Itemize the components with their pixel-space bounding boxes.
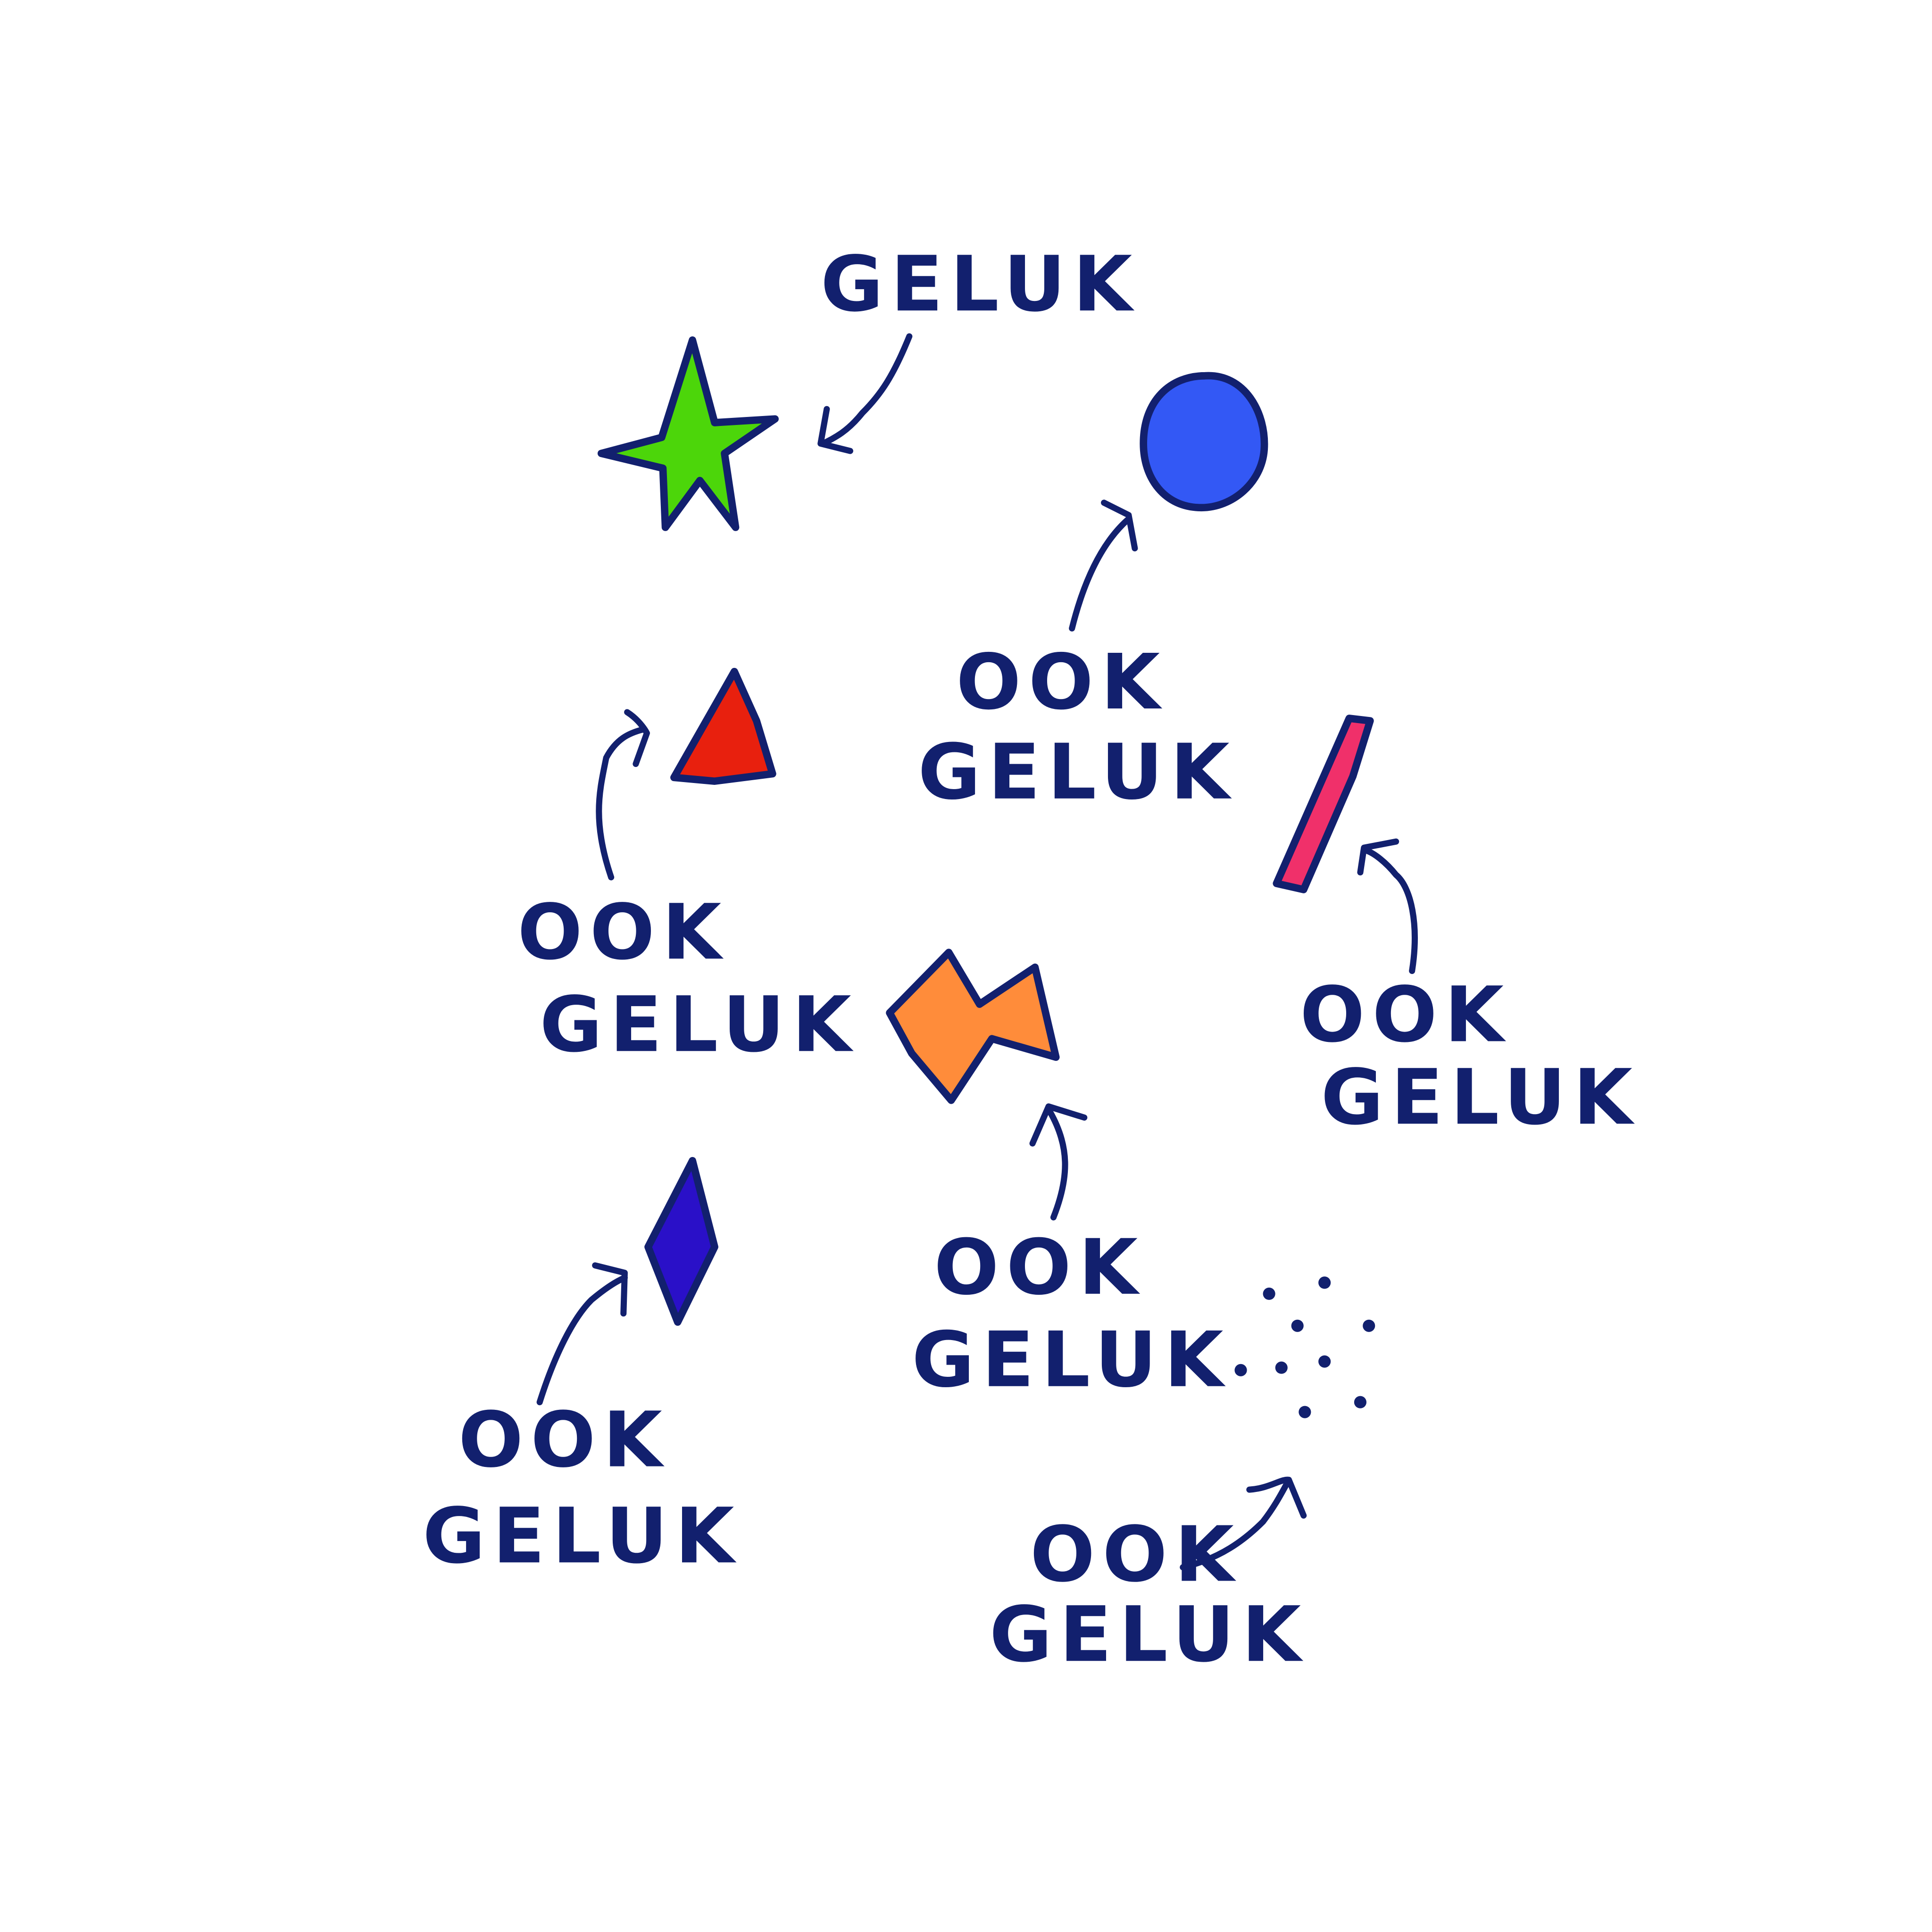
arrow [1180,1479,1291,1571]
ook-label: OOK [458,1396,670,1485]
arrowhead [817,406,853,454]
geluk-label: GELUK [540,981,858,1069]
arrowhead [1357,838,1399,875]
diamond-shape [644,1157,718,1326]
arrow [1047,1108,1068,1221]
bar-shape [1273,715,1374,893]
arrowhead [1101,500,1138,551]
arrow [596,726,647,881]
arrow [1362,847,1418,974]
arrow [1069,516,1131,632]
ook-label: OOK [517,888,729,977]
circle-shape [1140,372,1268,512]
arrow [820,333,913,447]
arrowhead [1246,1476,1307,1519]
triangle-shape [670,667,776,785]
geluk-label: GELUK [918,728,1237,817]
arrowhead [1029,1103,1088,1147]
geluk-label: GELUK [821,240,1140,329]
star-shape [597,336,779,531]
arrow [536,1274,628,1406]
geluk-label: GELUK [912,1316,1231,1405]
ook-label: OOK [956,638,1167,727]
geluk-label: GELUK [990,1591,1308,1679]
ook-label: OOK [934,1224,1145,1312]
ook-label: OOK [1300,971,1511,1059]
dots-cluster [1234,1276,1375,1418]
geluk-label: GELUK [423,1492,741,1581]
arrowhead [624,709,650,767]
geluk-label: GELUK [1321,1053,1640,1142]
zigzag-shape [886,949,1060,1104]
ook-label: OOK [1030,1511,1241,1599]
arrowhead [592,1262,628,1317]
